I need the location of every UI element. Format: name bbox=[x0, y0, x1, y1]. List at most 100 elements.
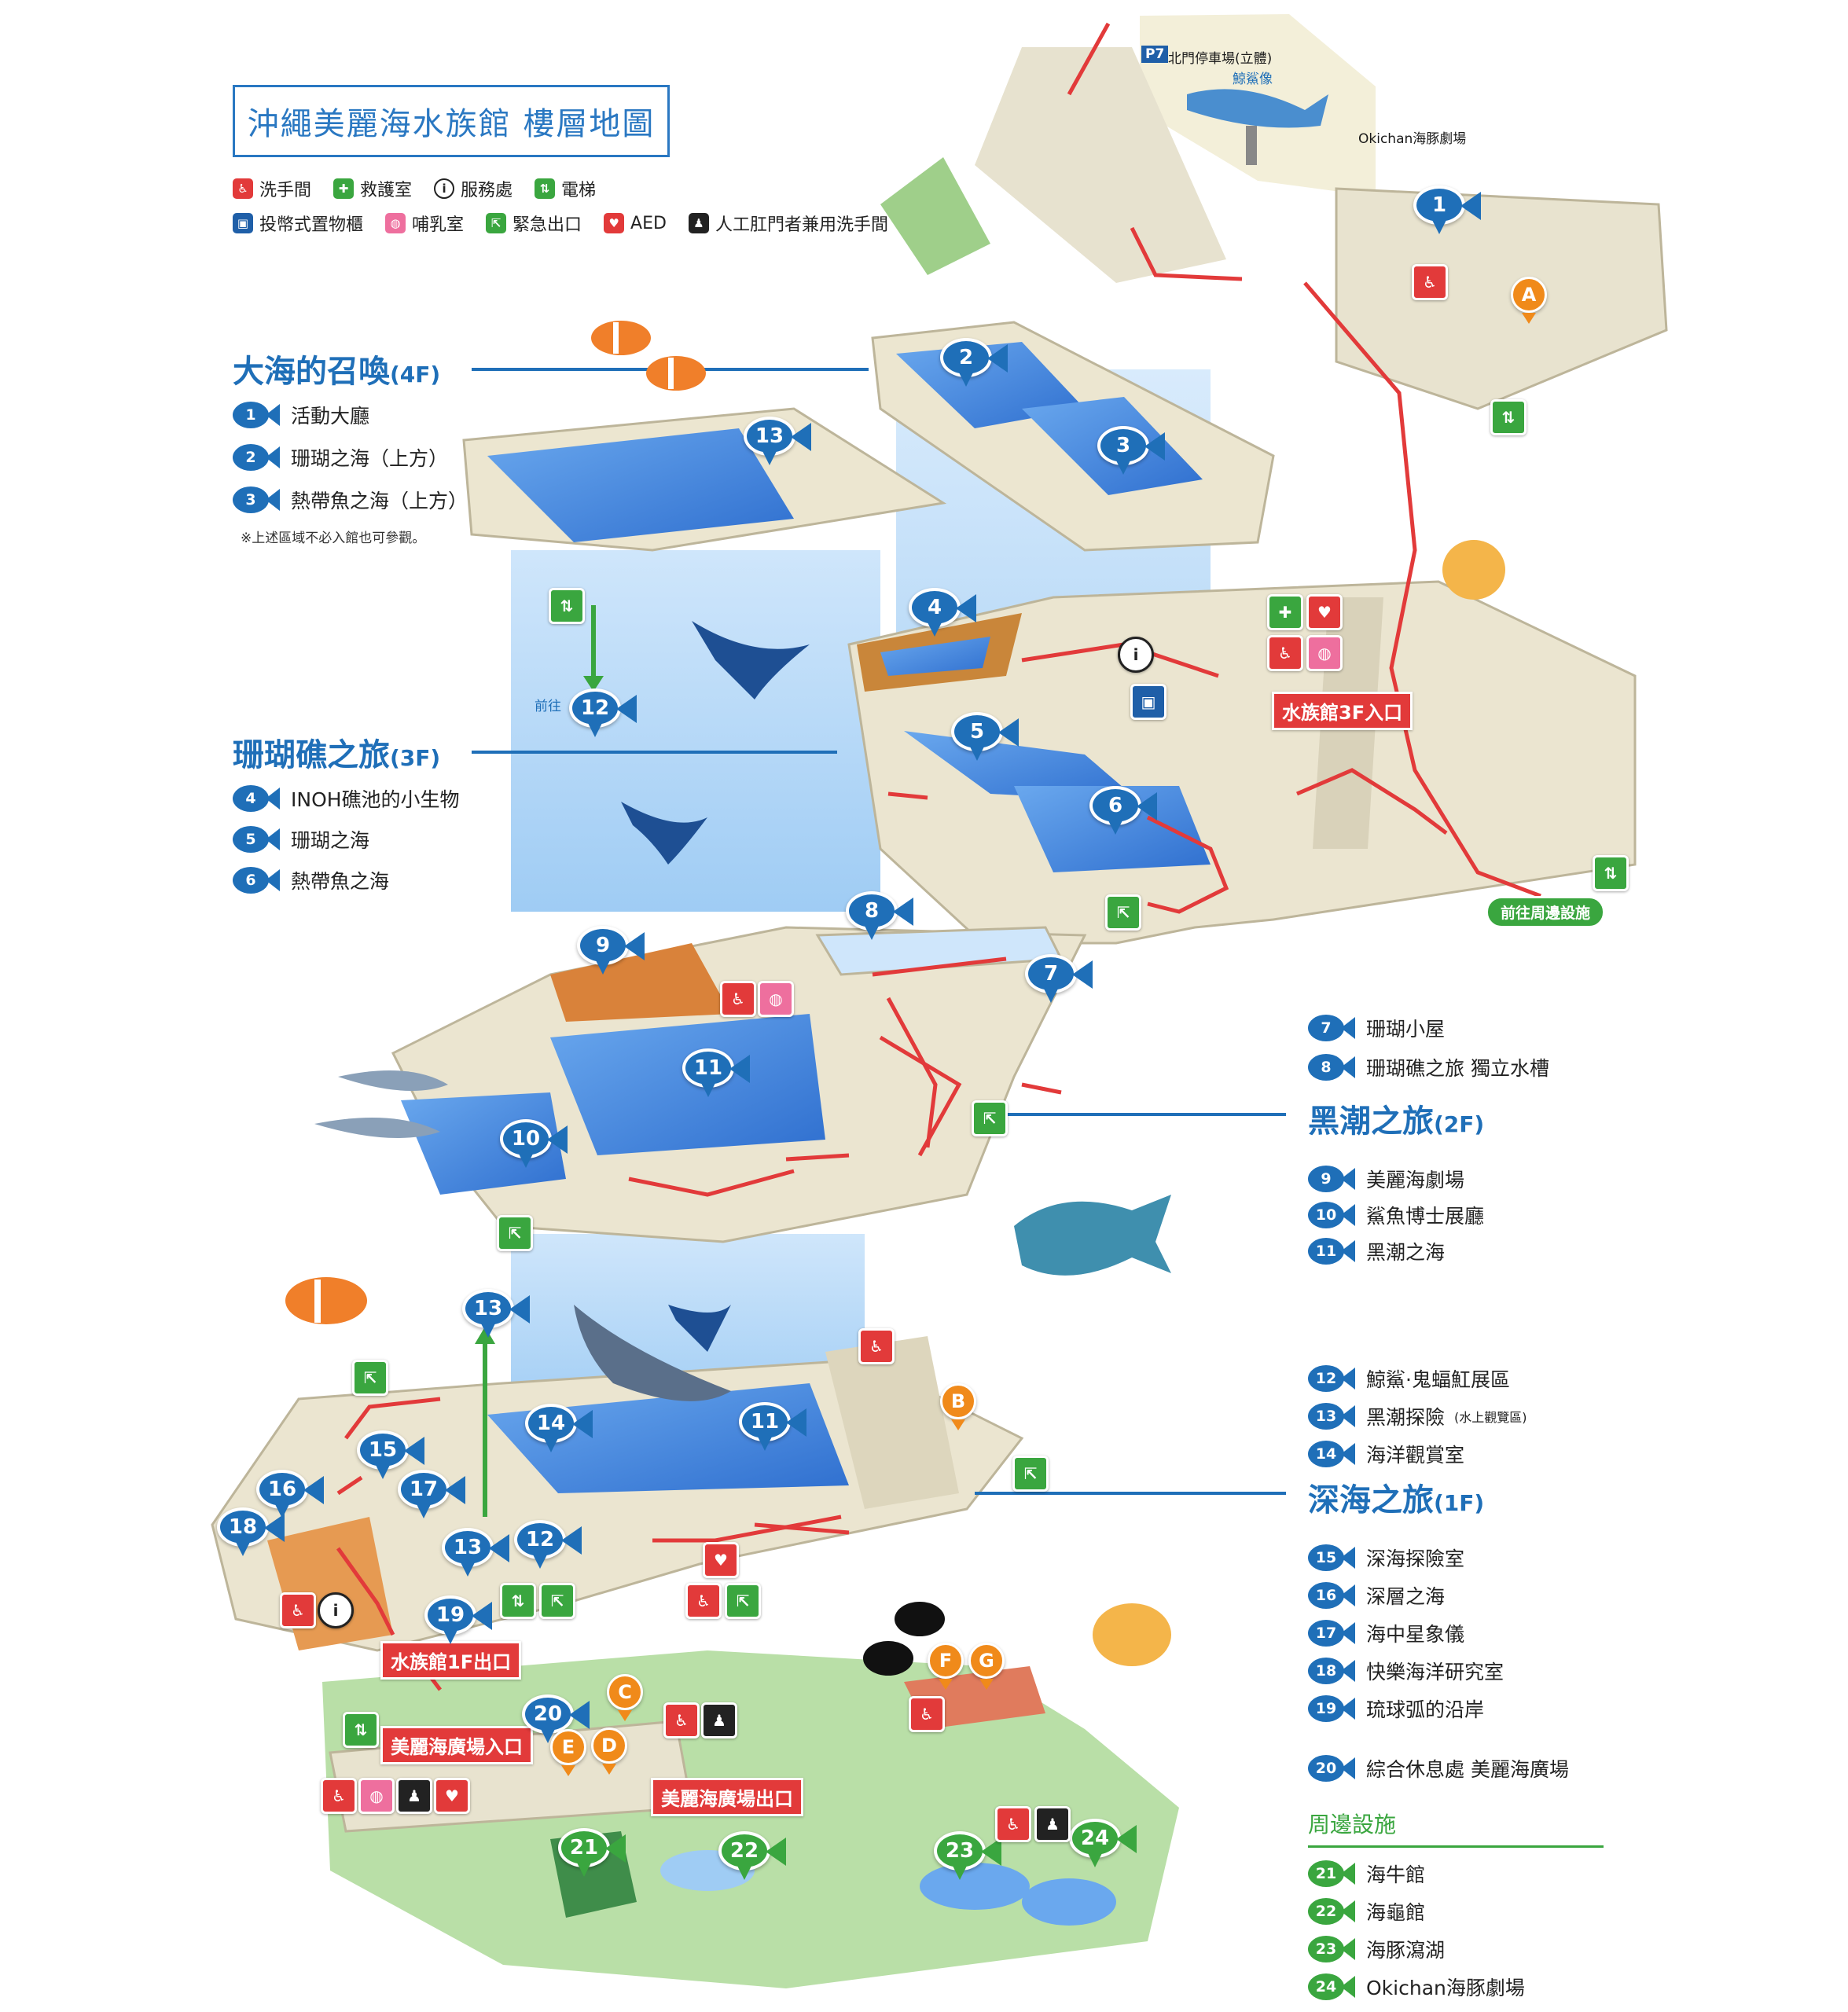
map-pin-4[interactable]: 4 bbox=[909, 588, 984, 638]
map-pin-24[interactable]: 24 bbox=[1069, 1819, 1144, 1869]
ostomate-restroom-icon[interactable]: ♟ bbox=[396, 1778, 432, 1814]
map-pin-5[interactable]: 5 bbox=[951, 712, 1027, 762]
map-pin-11-lower[interactable]: 11 bbox=[739, 1402, 814, 1452]
locker-icon[interactable]: ▣ bbox=[1130, 684, 1166, 720]
map-pin-7[interactable]: 7 bbox=[1025, 954, 1100, 1004]
restroom-icon[interactable]: ♿ bbox=[685, 1583, 722, 1619]
emergency-exit-icon[interactable]: ⇱ bbox=[352, 1360, 388, 1396]
nursing-room-icon[interactable]: ◍ bbox=[358, 1778, 395, 1814]
map-pin-14[interactable]: 14 bbox=[525, 1404, 601, 1454]
shop-pin-a[interactable]: A bbox=[1511, 277, 1549, 324]
nursing-room-icon[interactable]: ◍ bbox=[758, 981, 794, 1017]
elevator-icon[interactable]: ⇅ bbox=[343, 1712, 379, 1748]
map-pin-9[interactable]: 9 bbox=[577, 926, 652, 976]
fish-number-icon: 16 bbox=[1308, 1582, 1357, 1609]
shop-pin-e[interactable]: E bbox=[550, 1729, 588, 1776]
ostomate-restroom-icon[interactable]: ♟ bbox=[1034, 1806, 1071, 1842]
map-pin-19[interactable]: 19 bbox=[424, 1595, 500, 1646]
elevator-icon[interactable]: ⇅ bbox=[500, 1583, 536, 1619]
legend-row-2: ▣投幣式置物櫃 ◍哺乳室 ⇱緊急出口 ♥AED ♟人工肛門者兼用洗手間 bbox=[233, 211, 888, 236]
restroom-icon[interactable]: ♿ bbox=[995, 1806, 1031, 1842]
restroom-icon[interactable]: ♿ bbox=[909, 1696, 945, 1732]
info-icon[interactable]: i bbox=[318, 1592, 354, 1628]
fish-number-icon: 4 bbox=[233, 785, 281, 812]
restroom-icon[interactable]: ♿ bbox=[280, 1592, 316, 1628]
nursing-room-icon[interactable]: ◍ bbox=[1306, 635, 1343, 671]
floor-3f-heading: 珊瑚礁之旅(3F) bbox=[233, 737, 441, 773]
fish-number-icon: 10 bbox=[1308, 1202, 1357, 1228]
map-pin-6[interactable]: 6 bbox=[1089, 786, 1165, 836]
map-pin-8[interactable]: 8 bbox=[846, 891, 921, 942]
fish-number-icon: 5 bbox=[233, 826, 281, 853]
to-surroundings-label[interactable]: 前往周邊設施 bbox=[1486, 896, 1606, 928]
map-pin-2[interactable]: 2 bbox=[940, 338, 1016, 388]
fish-number-icon: 11 bbox=[1308, 1238, 1357, 1265]
aed-icon[interactable]: ♥ bbox=[1306, 594, 1343, 630]
emergency-exit-icon[interactable]: ⇱ bbox=[972, 1100, 1008, 1136]
map-pin-16[interactable]: 16 bbox=[256, 1470, 332, 1520]
info-icon[interactable]: i bbox=[1118, 637, 1154, 673]
whale-statue bbox=[1187, 89, 1328, 165]
map-pin-12-1f[interactable]: 12 bbox=[514, 1520, 590, 1570]
map-pin-13-1f[interactable]: 13 bbox=[442, 1528, 517, 1578]
aed-icon: ♥ bbox=[604, 213, 625, 233]
plaza-entrance-label: 美麗海廣場入口 bbox=[380, 1726, 533, 1764]
first-aid-icon[interactable]: ✚ bbox=[1267, 594, 1303, 630]
map-pin-10[interactable]: 10 bbox=[500, 1119, 575, 1169]
restroom-icon[interactable]: ♿ bbox=[663, 1702, 700, 1738]
restroom-icon[interactable]: ♿ bbox=[1412, 264, 1448, 300]
elevator-icon[interactable]: ⇅ bbox=[1593, 855, 1629, 891]
map-pin-1[interactable]: 1 bbox=[1413, 185, 1489, 236]
ostomate-restroom-icon[interactable]: ♟ bbox=[701, 1702, 737, 1738]
map-pin-12[interactable]: 12 bbox=[569, 688, 645, 739]
emergency-exit-icon[interactable]: ⇱ bbox=[497, 1215, 533, 1251]
map-pin-18[interactable]: 18 bbox=[217, 1507, 292, 1558]
map-pin-22[interactable]: 22 bbox=[718, 1831, 794, 1882]
theater-9 bbox=[550, 943, 731, 1022]
map-pin-13[interactable]: 13 bbox=[744, 417, 819, 467]
restroom-icon[interactable]: ♿ bbox=[858, 1328, 895, 1364]
map-pin-20[interactable]: 20 bbox=[522, 1694, 597, 1745]
emergency-exit-icon[interactable]: ⇱ bbox=[1105, 894, 1141, 931]
aed-icon[interactable]: ♥ bbox=[434, 1778, 470, 1814]
elevator-icon[interactable]: ⇅ bbox=[1490, 399, 1527, 435]
map-pin-3[interactable]: 3 bbox=[1097, 426, 1173, 476]
legend-first-aid: ✚救護室 bbox=[333, 176, 412, 201]
shop-pin-g[interactable]: G bbox=[968, 1643, 1006, 1690]
restroom-icon[interactable]: ♿ bbox=[720, 981, 756, 1017]
pool-13 bbox=[487, 428, 794, 542]
aed-icon[interactable]: ♥ bbox=[703, 1542, 739, 1578]
emergency-exit-icon[interactable]: ⇱ bbox=[725, 1583, 761, 1619]
fish-number-icon: 19 bbox=[1308, 1695, 1357, 1722]
shop-pin-f[interactable]: F bbox=[928, 1643, 965, 1690]
map-pin-15[interactable]: 15 bbox=[357, 1430, 432, 1481]
entrance-3f-label: 水族館3F入口 bbox=[1272, 692, 1413, 730]
restroom-icon[interactable]: ♿ bbox=[1267, 635, 1303, 671]
shop-pin-d[interactable]: D bbox=[591, 1727, 629, 1775]
emergency-exit-icon: ⇱ bbox=[486, 213, 507, 233]
shop-pin-c[interactable]: C bbox=[607, 1674, 645, 1721]
map-pin-21[interactable]: 21 bbox=[558, 1828, 634, 1878]
first-aid-icon: ✚ bbox=[333, 178, 355, 199]
map-pin-23[interactable]: 23 bbox=[934, 1831, 1009, 1882]
map-pin-11[interactable]: 11 bbox=[682, 1048, 758, 1099]
restroom-icon[interactable]: ♿ bbox=[321, 1778, 357, 1814]
map-pin-13-lower[interactable]: 13 bbox=[462, 1289, 538, 1339]
route-lines bbox=[336, 22, 1541, 1691]
emergency-exit-icon[interactable]: ⇱ bbox=[1012, 1456, 1049, 1492]
dolphin-lagoon bbox=[920, 1863, 1030, 1910]
elevator-icon[interactable]: ⇅ bbox=[549, 588, 585, 624]
map-pin-17[interactable]: 17 bbox=[398, 1470, 473, 1520]
floor-4f-note: ※上述區域不必入館也可參觀。 bbox=[241, 531, 426, 546]
shop-pin-b[interactable]: B bbox=[940, 1383, 978, 1430]
emergency-exit-icon[interactable]: ⇱ bbox=[539, 1583, 575, 1619]
